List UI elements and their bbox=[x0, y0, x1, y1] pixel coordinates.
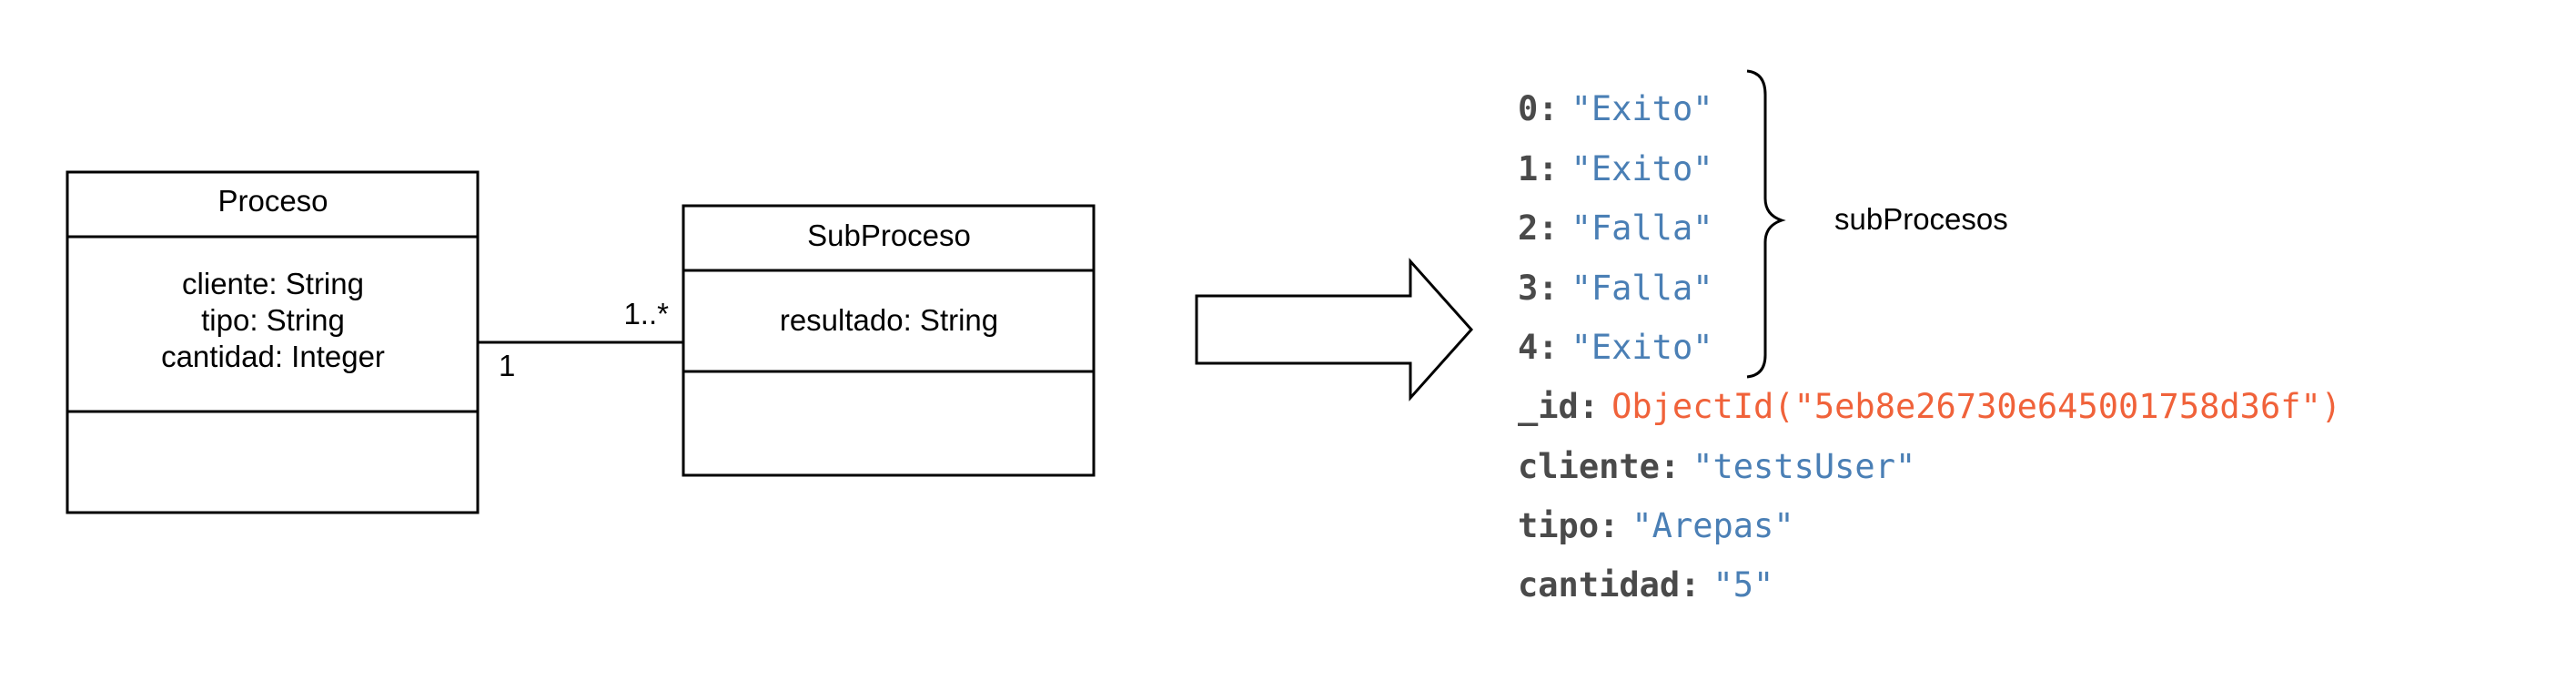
field-key: 0 bbox=[1518, 88, 1539, 128]
colon: : bbox=[1538, 208, 1559, 248]
colon: : bbox=[1680, 564, 1701, 605]
brace-label: subProcesos bbox=[1834, 202, 2008, 236]
class-proceso-attribute: cantidad: Integer bbox=[161, 340, 385, 373]
array-item: 2: "Falla" bbox=[1518, 200, 1713, 255]
colon: : bbox=[1538, 268, 1559, 308]
field-value: "Falla" bbox=[1571, 268, 1713, 308]
class-proceso: Proceso cliente: String tipo: String can… bbox=[66, 170, 480, 514]
field-key: _id bbox=[1518, 386, 1579, 426]
array-item: 1: "Exito" bbox=[1518, 141, 1713, 196]
document-field: _id: ObjectId("5eb8e26730e645001758d36f") bbox=[1518, 379, 2341, 433]
field-value: "Arepas" bbox=[1631, 505, 1794, 545]
class-proceso-border bbox=[66, 170, 480, 514]
field-key: 1 bbox=[1518, 148, 1539, 188]
field-key: 2 bbox=[1518, 208, 1539, 248]
colon: : bbox=[1538, 88, 1559, 128]
field-value: "Exito" bbox=[1571, 327, 1713, 367]
class-proceso-name: Proceso bbox=[217, 184, 328, 218]
document-field: cantidad: "5" bbox=[1518, 557, 1773, 612]
right-arrow-icon bbox=[1195, 258, 1474, 401]
field-key: 4 bbox=[1518, 327, 1539, 367]
field-key: tipo bbox=[1518, 505, 1600, 545]
field-value: "Falla" bbox=[1571, 208, 1713, 248]
association-line: 1 1..* bbox=[478, 297, 683, 382]
field-value: "Exito" bbox=[1571, 88, 1713, 128]
target-multiplicity: 1..* bbox=[623, 297, 669, 330]
source-multiplicity: 1 bbox=[499, 349, 515, 382]
field-value: "Exito" bbox=[1571, 148, 1713, 188]
field-value: "5" bbox=[1712, 564, 1774, 605]
field-value: "testsUser" bbox=[1692, 446, 1916, 486]
document-field: cliente: "testsUser" bbox=[1518, 439, 1915, 493]
field-key: 3 bbox=[1518, 268, 1539, 308]
class-proceso-attribute: tipo: String bbox=[201, 303, 345, 337]
colon: : bbox=[1659, 446, 1681, 486]
class-subproceso-border bbox=[682, 204, 1096, 477]
field-key: cliente bbox=[1518, 446, 1660, 486]
class-subproceso-attribute: resultado: String bbox=[780, 303, 998, 337]
class-subproceso: SubProceso resultado: String bbox=[682, 204, 1096, 477]
document-field: tipo: "Arepas" bbox=[1518, 498, 1794, 553]
array-item: 4: "Exito" bbox=[1518, 320, 1713, 374]
colon: : bbox=[1538, 148, 1559, 188]
colon: : bbox=[1599, 505, 1620, 545]
array-item: 0: "Exito" bbox=[1518, 81, 1713, 136]
class-proceso-attribute: cliente: String bbox=[182, 267, 364, 300]
curly-brace-icon bbox=[1746, 69, 1786, 379]
colon: : bbox=[1538, 327, 1559, 367]
array-item: 3: "Falla" bbox=[1518, 260, 1713, 315]
colon: : bbox=[1578, 386, 1600, 426]
field-value: ObjectId("5eb8e26730e645001758d36f") bbox=[1611, 386, 2342, 426]
class-subproceso-name: SubProceso bbox=[807, 219, 971, 252]
field-key: cantidad bbox=[1518, 564, 1681, 605]
